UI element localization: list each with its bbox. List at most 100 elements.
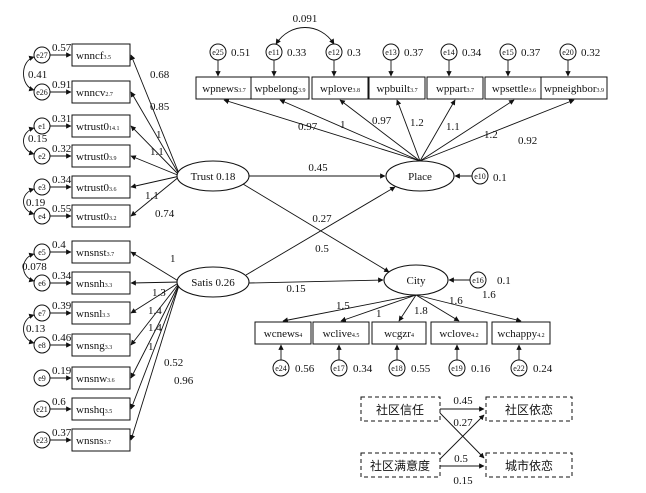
top-indicator-label-sub: 3.9 — [298, 88, 306, 94]
top-indicator-label-main: wplove — [320, 83, 353, 95]
latent-city-label: City — [407, 275, 426, 287]
top-indicator-label-sub: 3.8 — [352, 88, 360, 94]
r2-value: 0.34 — [462, 47, 482, 59]
left-indicator-label-sub: 3.3 — [105, 283, 113, 289]
left-indicator-label: wtrust03.9 — [76, 151, 117, 163]
r2-value: 0.55 — [411, 363, 431, 375]
latent-trust: Trust 0.18 — [176, 160, 250, 192]
loading-value: 1.6 — [449, 295, 463, 307]
loading-value: 1.1 — [446, 121, 460, 133]
legend-model: 社区信任 社区满意度 社区依恋 城市依恋 0.45 0.27 0.5 0.15 — [360, 395, 573, 487]
loading-value: 1 — [148, 341, 154, 353]
loading-value: 1.4 — [148, 322, 162, 334]
r2-value: 0.37 — [521, 47, 541, 59]
error-label: e11 — [268, 48, 279, 57]
error-label: e12 — [328, 48, 340, 57]
legend-city: 城市依恋 — [505, 458, 553, 473]
r2-value: 0.19 — [52, 365, 72, 377]
top-indicator-label: wppart3.7 — [436, 83, 474, 95]
top-indicator-label-sub: 3.9 — [597, 88, 605, 94]
error-label: e7 — [38, 309, 46, 318]
left-indicator-label-main: wnncv — [76, 87, 106, 99]
r2-value: 0.32 — [52, 143, 71, 155]
error-label: e20 — [562, 48, 574, 57]
error-label: e27 — [36, 51, 48, 60]
loading-value: 1 — [170, 253, 176, 265]
r2-value: 0.34 — [52, 174, 72, 186]
error-label: e19 — [451, 364, 463, 373]
bottom-indicator-label-sub: 4.2 — [537, 333, 545, 339]
bottom-indicator-label-main: wcnews — [264, 328, 299, 340]
path-satis-city: 0.15 — [286, 283, 306, 295]
bottom-indicator-label-main: wclive — [323, 328, 352, 340]
left-indicator-label-sub: 14.1 — [109, 126, 120, 132]
path-satis-place: 0.5 — [315, 243, 329, 255]
left-covariance-4: 0.13 — [23, 313, 46, 345]
r2-value: 0.37 — [52, 427, 72, 439]
left-indicator-label-sub: 3.7 — [104, 440, 112, 446]
latent-place-label: Place — [408, 171, 432, 183]
loading-value: 1.5 — [336, 300, 350, 312]
city-error-label: e16 — [472, 276, 484, 285]
bottom-indicator-label: wclive4.5 — [323, 328, 360, 340]
r2-value: 0.91 — [52, 79, 71, 91]
r2-value: 0.16 — [471, 363, 491, 375]
loading-value: 0.52 — [164, 357, 183, 369]
left-indicator-label-sub: 3.6 — [109, 187, 117, 193]
r2-value: 0.6 — [52, 396, 66, 408]
path-trust-place: 0.45 — [308, 162, 328, 174]
error-label: e1 — [38, 122, 46, 131]
legend-v-trust-place: 0.45 — [453, 395, 473, 407]
place-disturbance: e10 0.1 — [454, 167, 507, 185]
left-indicator-label-sub: 3.3 — [105, 345, 113, 351]
loading-value: 1 — [340, 119, 346, 131]
legend-satis: 社区满意度 — [370, 458, 430, 473]
error-label: e6 — [38, 279, 46, 288]
structural-paths: 0.45 0.27 0.5 0.15 — [242, 162, 396, 295]
loading-value: 0.97 — [298, 121, 318, 133]
loading-value: 0.74 — [155, 208, 175, 220]
latent-place: Place — [385, 160, 455, 192]
left-indicator-label: wnsnst3.7 — [76, 247, 114, 259]
covariance-value: 0.078 — [22, 261, 47, 273]
top-indicator-4: wppart3.7 e14 0.34 — [419, 43, 484, 162]
city-disturbance: e16 0.1 — [448, 271, 511, 289]
error-label: e17 — [333, 364, 345, 373]
bottom-indicator-label-main: wclove — [439, 328, 471, 340]
left-indicator-label: wnsnh3.3 — [76, 278, 112, 290]
bottom-indicator-label-main: wchappy — [497, 328, 537, 340]
bottom-indicator-label: wcgzr4 — [384, 328, 414, 340]
legend-trust: 社区信任 — [376, 402, 424, 417]
city-error-value: 0.1 — [497, 275, 511, 287]
latent-trust-value: 0.18 — [216, 171, 236, 183]
left-indicator-label: wnsns3.7 — [76, 435, 111, 447]
left-indicator-label: wnsnw3.6 — [76, 373, 115, 385]
left-indicator-label-sub: 3.7 — [107, 252, 115, 258]
left-indicator-label-main: wnsnw — [76, 373, 107, 385]
loading-value: 1.2 — [484, 129, 498, 141]
left-indicator-label-main: wnsnst — [76, 247, 107, 259]
left-indicator-8: wnsnl 3.3 e7 0.39 — [33, 281, 181, 325]
path-trust-city: 0.27 — [312, 213, 332, 225]
loading-value: 1.2 — [410, 117, 424, 129]
top-indicator-label: wpbelong3.9 — [255, 83, 306, 95]
r2-value: 0.39 — [52, 300, 72, 312]
left-indicator-label-sub: 3.5 — [104, 55, 112, 61]
r2-value: 0.3 — [347, 47, 361, 59]
legend-v-trust-city: 0.27 — [453, 417, 473, 429]
r2-value: 0.24 — [533, 363, 553, 375]
left-indicator-label-main: wnsnl — [76, 308, 102, 320]
top-indicator-label: wpnews3.7 — [202, 83, 246, 95]
top-indicator-label-sub: 3.7 — [238, 88, 246, 94]
error-label: e14 — [443, 48, 455, 57]
error-label: e23 — [36, 436, 48, 445]
bottom-indicator-label-sub: 4.5 — [352, 333, 360, 339]
